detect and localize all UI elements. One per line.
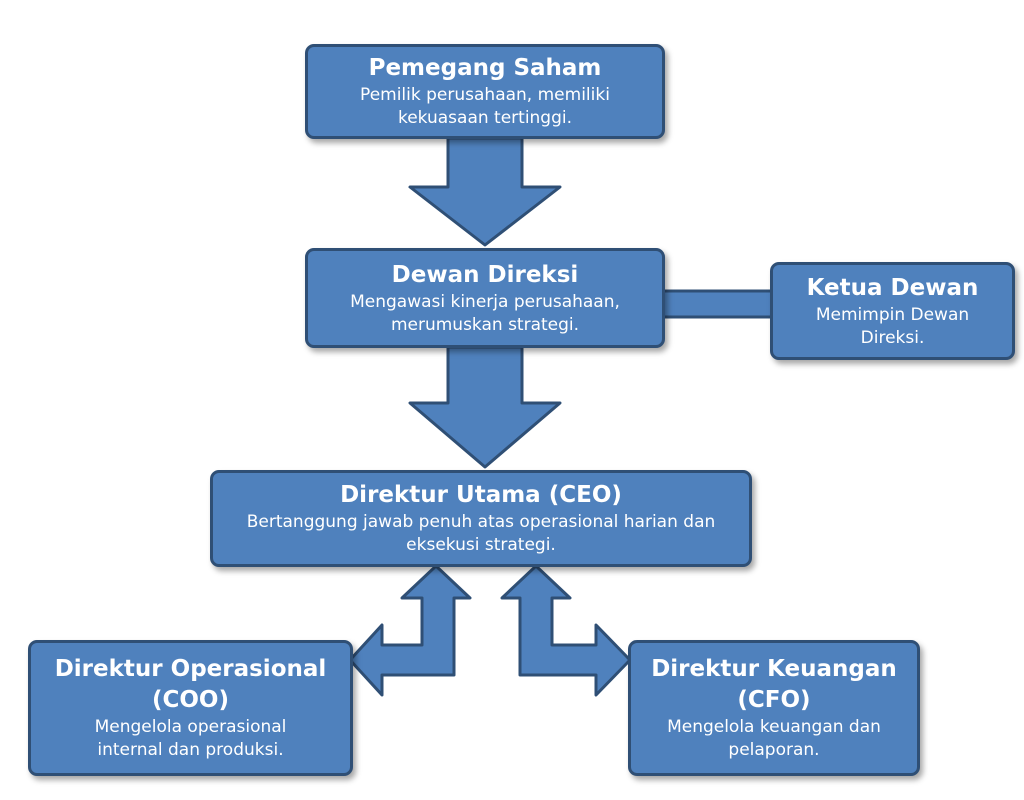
node-pemegang-saham: Pemegang Saham Pemilik perusahaan, memil… [305, 44, 665, 139]
node-desc-line: eksekusi strategi. [406, 535, 556, 556]
node-title: Direktur Operasional [54, 656, 327, 683]
node-title: Direktur Keuangan [651, 656, 897, 683]
node-title: (COO) [151, 687, 229, 714]
node-desc-line: Bertanggung jawab penuh atas operasional… [246, 512, 716, 533]
node-desc-line: Pemilik perusahaan, memiliki [360, 85, 610, 106]
node-desc-line: pelaporan. [728, 740, 820, 761]
node-desc-line: Mengelola operasional [94, 717, 287, 738]
arrow-ceo-cfo [500, 564, 632, 697]
node-desc-line: Memimpin Dewan [815, 304, 970, 325]
node-direktur-keuangan: Direktur Keuangan (CFO) Mengelola keuang… [628, 640, 920, 776]
arrow-ceo-coo [348, 564, 472, 697]
arrow-dewan-to-ceo [408, 345, 562, 469]
connector-dewan-to-ketua [661, 289, 775, 319]
node-title: Direktur Utama (CEO) [340, 482, 622, 509]
node-title: Ketua Dewan [806, 274, 979, 301]
node-title: Dewan Direksi [391, 261, 579, 288]
node-title: Pemegang Saham [368, 55, 602, 82]
node-dewan-direksi: Dewan Direksi Mengawasi kinerja perusaha… [305, 248, 665, 348]
node-desc-line: Direksi. [860, 327, 925, 348]
node-ketua-dewan: Ketua Dewan Memimpin Dewan Direksi. [770, 262, 1015, 360]
node-title: (CFO) [737, 687, 811, 714]
node-desc-line: Mengawasi kinerja perusahaan, [350, 291, 620, 312]
arrow-pemegang-to-dewan [408, 136, 562, 247]
node-direktur-utama: Direktur Utama (CEO) Bertanggung jawab p… [210, 470, 752, 567]
node-desc-line: merumuskan strategi. [390, 314, 580, 335]
node-desc-line: Mengelola keuangan dan [667, 717, 881, 738]
node-desc-line: kekuasaan tertinggi. [397, 108, 573, 129]
node-direktur-operasional: Direktur Operasional (COO) Mengelola ope… [28, 640, 353, 776]
node-desc-line: internal dan produksi. [97, 740, 284, 761]
